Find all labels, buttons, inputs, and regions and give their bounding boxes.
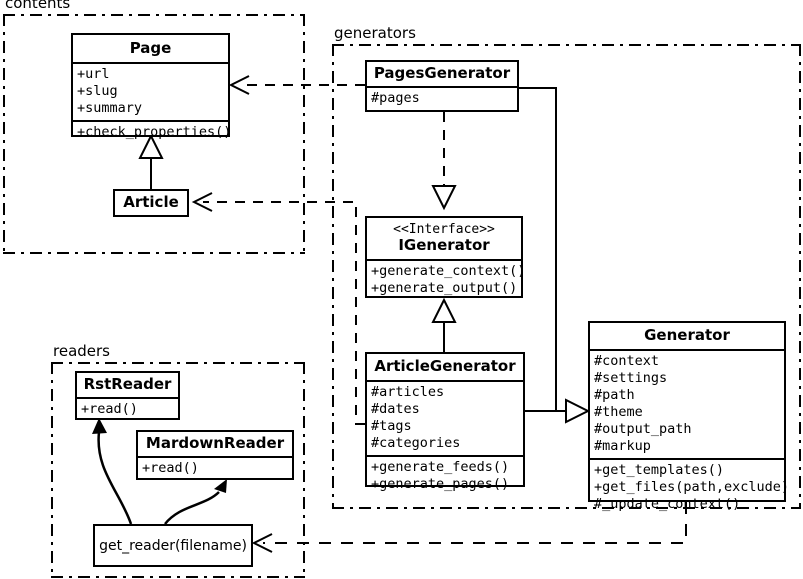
class-separator xyxy=(73,62,228,65)
class-box-generator[interactable]: Generator #context #settings #path #them… xyxy=(588,321,789,512)
package-readers: readers xyxy=(51,342,305,578)
package-readers-border-bottom xyxy=(51,576,305,578)
class-methods-mardown-reader: +read() xyxy=(138,458,292,480)
attribute: +url xyxy=(77,66,110,83)
class-name-article: Article xyxy=(123,193,179,212)
method: #_update_context() xyxy=(594,496,741,513)
attribute: #tags xyxy=(371,418,412,435)
method: +generate_feeds() xyxy=(371,459,510,476)
class-box-mardown-reader[interactable]: MardownReader +read() xyxy=(136,430,294,480)
attribute: #markup xyxy=(594,438,651,455)
class-stereotype-igenerator: <<Interface>> xyxy=(393,222,495,237)
class-separator xyxy=(73,120,228,123)
class-name-article-generator: ArticleGenerator xyxy=(374,357,516,375)
class-name-generator: Generator xyxy=(644,326,730,344)
attribute: #pages xyxy=(371,90,420,107)
class-methods-page: +check_properties() xyxy=(73,122,232,144)
class-methods-igenerator: +generate_context() +generate_output() xyxy=(367,261,526,300)
method: +check_properties() xyxy=(77,124,232,141)
class-box-article[interactable]: Article xyxy=(113,189,189,217)
package-contents-border-right xyxy=(303,14,305,254)
class-name-igenerator: IGenerator xyxy=(398,236,490,254)
class-name-mardown-reader: MardownReader xyxy=(145,434,285,452)
attribute: +slug xyxy=(77,83,118,100)
class-name-page: Page xyxy=(129,39,172,57)
class-methods-article-generator: +generate_feeds() +generate_pages() xyxy=(367,457,523,496)
class-box-pages-generator[interactable]: PagesGenerator #pages xyxy=(365,60,519,112)
class-attributes-generator: #context #settings #path #theme #output_… xyxy=(590,351,784,458)
method: +generate_context() xyxy=(371,263,526,280)
method: +get_files(path,exclude) xyxy=(594,479,790,496)
class-separator xyxy=(367,259,521,262)
package-generators-border-right xyxy=(799,44,801,509)
attribute: #context xyxy=(594,353,660,370)
attribute: #settings xyxy=(594,370,668,387)
class-box-page[interactable]: Page +url +slug +summary +check_properti… xyxy=(71,33,231,140)
package-generators-border-left xyxy=(332,44,334,509)
class-name-pages-generator: PagesGenerator xyxy=(373,64,511,82)
class-attributes-article-generator: #articles #dates #tags #categories xyxy=(367,382,523,455)
method: +generate_pages() xyxy=(371,476,510,493)
class-separator xyxy=(367,86,517,89)
class-box-igenerator[interactable]: <<Interface>> IGenerator +generate_conte… xyxy=(365,216,526,300)
package-readers-label: readers xyxy=(51,342,112,360)
class-attributes-page: +url +slug +summary xyxy=(73,64,228,120)
attribute: #categories xyxy=(371,435,461,452)
function-name-get-reader: get_reader(filename) xyxy=(99,537,247,554)
class-name-rst-reader: RstReader xyxy=(83,375,172,393)
class-separator xyxy=(590,349,784,352)
package-readers-border-top xyxy=(51,362,305,364)
function-box-get-reader[interactable]: get_reader(filename) xyxy=(93,524,253,567)
package-contents-label: contents xyxy=(3,0,73,12)
package-readers-border-right xyxy=(303,362,305,578)
class-box-rst-reader[interactable]: RstReader +read() xyxy=(75,371,180,420)
class-methods-rst-reader: +read() xyxy=(77,399,178,421)
class-methods-generator: +get_templates() +get_files(path,exclude… xyxy=(590,460,790,516)
class-attributes-pages-generator: #pages xyxy=(367,88,517,110)
attribute: #output_path xyxy=(594,421,692,438)
attribute: #theme xyxy=(594,404,643,421)
method: +read() xyxy=(142,460,199,477)
package-contents: contents xyxy=(3,0,305,254)
class-separator xyxy=(138,456,292,459)
class-box-article-generator[interactable]: ArticleGenerator #articles #dates #tags … xyxy=(365,352,525,492)
attribute: +summary xyxy=(77,100,143,117)
package-contents-border-bottom xyxy=(3,252,305,254)
package-generators-border-top xyxy=(332,44,801,46)
package-readers-border-left xyxy=(51,362,53,578)
class-separator xyxy=(77,397,178,400)
attribute: #articles xyxy=(371,384,445,401)
package-contents-border-top xyxy=(3,14,305,16)
package-generators-label: generators xyxy=(332,24,418,42)
class-separator xyxy=(367,380,523,383)
method: +get_templates() xyxy=(594,462,725,479)
method: +generate_output() xyxy=(371,280,518,297)
attribute: #path xyxy=(594,387,635,404)
class-separator xyxy=(590,458,784,461)
package-contents-border-left xyxy=(3,14,5,254)
class-separator xyxy=(367,455,523,458)
attribute: #dates xyxy=(371,401,420,418)
method: +read() xyxy=(81,401,138,418)
